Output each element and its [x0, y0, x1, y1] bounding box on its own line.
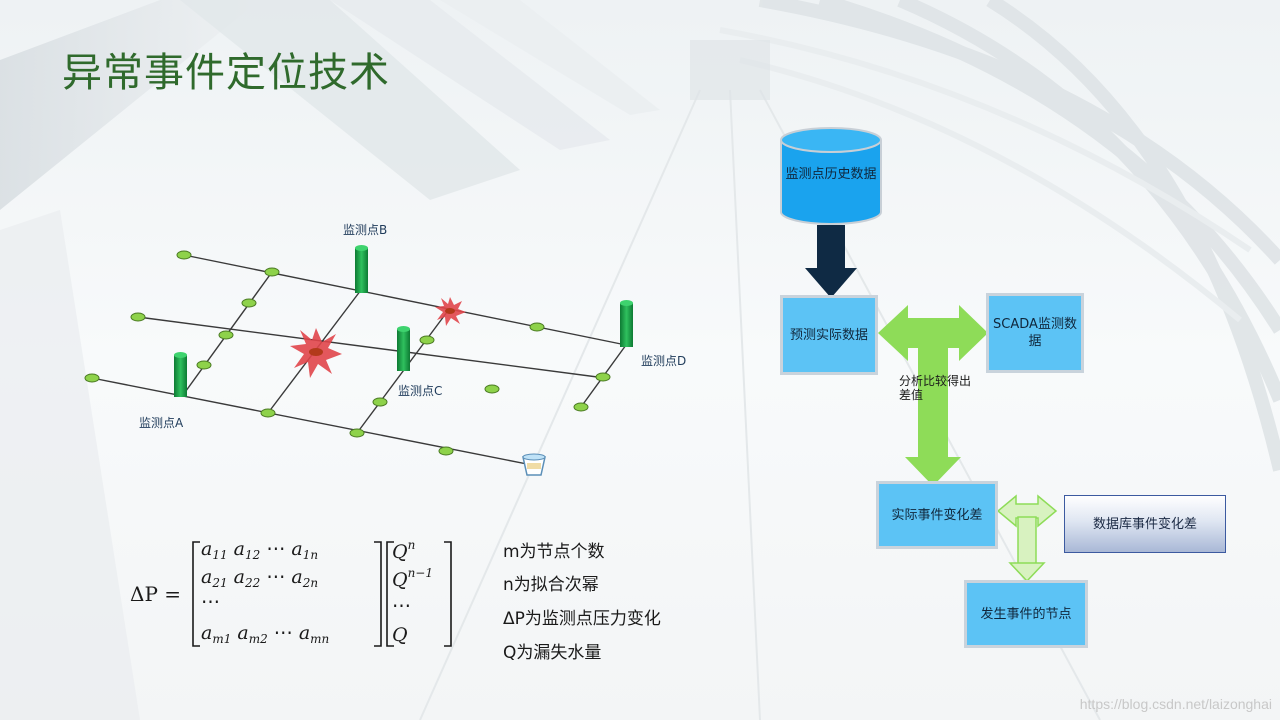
matrix-brackets [192, 541, 452, 647]
predicted-data-box: 预测实际数据 [780, 295, 878, 375]
network-node [484, 384, 500, 394]
down-arrow-dark [805, 225, 857, 298]
network-node [349, 428, 365, 438]
compare-double-arrow [878, 305, 988, 486]
network-node [419, 335, 435, 345]
network-node [264, 267, 280, 277]
pipe-nodes [84, 250, 611, 456]
network-node [529, 322, 545, 332]
vector-row-4: Q [392, 624, 408, 646]
burst-icon [290, 328, 342, 378]
network-node [438, 446, 454, 456]
network-node [372, 397, 388, 407]
monitor-pole-b [355, 245, 368, 293]
network-node [260, 408, 276, 418]
event-node-box: 发生事件的节点 [964, 580, 1088, 648]
matrix-row-2: a21 a22 ⋯ a2n [201, 566, 319, 590]
network-node [218, 330, 234, 340]
watermark: https://blog.csdn.net/laizonghai [1079, 696, 1272, 712]
legend-item: ΔP为监测点压力变化 [503, 609, 661, 629]
monitor-label-c: 监测点C [398, 384, 443, 398]
monitor-pole-d [620, 300, 633, 347]
monitor-label-b: 监测点B [343, 223, 388, 237]
water-bucket-icon [522, 453, 546, 476]
match-double-arrow [996, 494, 1058, 583]
database-cylinder-icon [780, 127, 882, 225]
page-title: 异常事件定位技术 [62, 50, 390, 96]
matrix-row-3: ⋯ [201, 591, 220, 613]
network-node [595, 372, 611, 382]
formula-lhs: ΔP = [130, 582, 182, 606]
network-node [130, 312, 146, 322]
legend-item: n为拟合次幂 [503, 575, 599, 595]
vector-row-1: Qn [392, 538, 416, 563]
network-node [573, 402, 589, 412]
history-db-label: 监测点历史数据 [785, 167, 877, 182]
matrix-row-4: am1 am2 ⋯ amn [201, 622, 330, 646]
legend-item: m为节点个数 [503, 542, 605, 562]
burst-icon [435, 297, 466, 326]
network-node [241, 298, 257, 308]
vector-row-3: ⋯ [392, 595, 411, 617]
db-diff-box: 数据库事件变化差 [1064, 495, 1226, 553]
vector-row-2: Qn−1 [392, 566, 433, 591]
monitor-pole-c [397, 326, 410, 371]
network-node [84, 373, 100, 383]
matrix-row-1: a11 a12 ⋯ a1n [201, 538, 319, 562]
monitor-label-d: 监测点D [641, 354, 687, 368]
monitor-label-a: 监测点A [139, 416, 184, 430]
monitor-pole-a [174, 352, 187, 397]
scada-data-box: SCADA监测数据 [986, 293, 1084, 373]
analysis-note: 分析比较得出差值 [899, 374, 972, 402]
actual-diff-box: 实际事件变化差 [876, 481, 998, 549]
legend-item: Q为漏失水量 [503, 643, 602, 663]
network-node [176, 250, 192, 260]
network-node [196, 360, 212, 370]
